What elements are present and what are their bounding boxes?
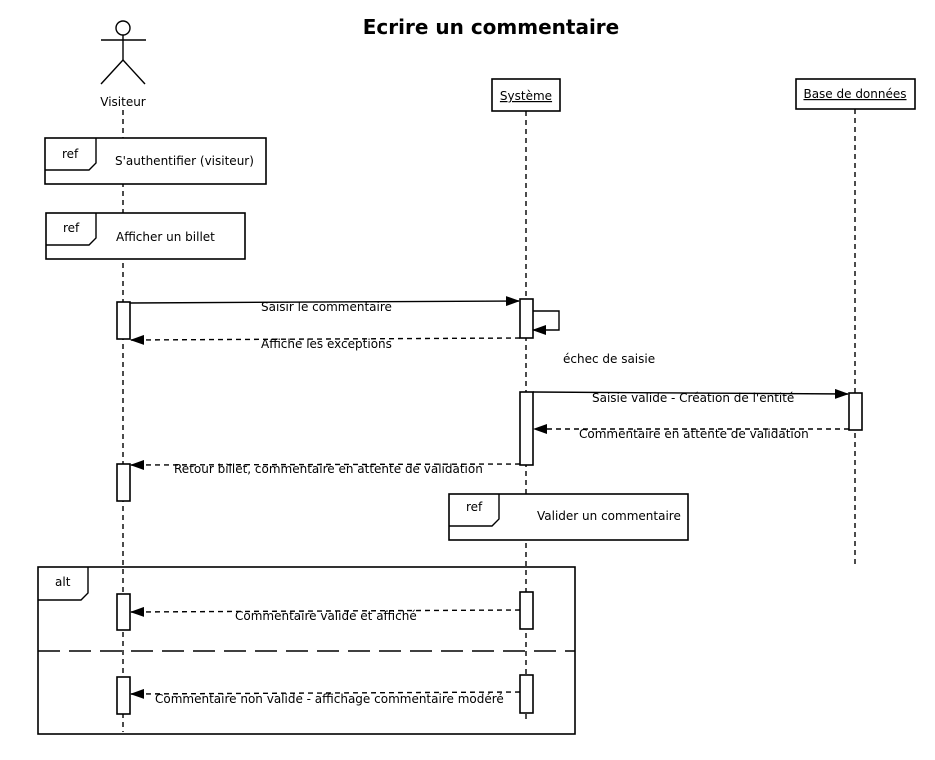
activation-systeme-3 [519, 591, 534, 630]
svg-text:Commentaire en attente de vali: Commentaire en attente de validation [579, 427, 809, 441]
lifeline-label-database: Base de données [803, 87, 906, 101]
message-attente-validation: Commentaire en attente de validation [533, 424, 849, 441]
ref-frame-authentifier: ref S'authentifier (visiteur) [44, 137, 267, 185]
alt-tag: alt [55, 575, 71, 589]
lifeline-head-database: Base de données [795, 78, 916, 110]
svg-text:Saisie valide - Création de l': Saisie valide - Création de l'entité [592, 391, 794, 405]
activation-visiteur-2 [116, 463, 131, 502]
lifeline-head-systeme: Système [491, 78, 561, 112]
ref-text: Valider un commentaire [537, 509, 681, 523]
ref-text: Afficher un billet [116, 230, 215, 244]
ref-frame-valider-commentaire: ref Valider un commentaire [448, 493, 689, 541]
activation-visiteur-3 [116, 593, 131, 631]
activation-systeme-4 [519, 674, 534, 714]
message-affiche-exceptions: Affiche les exceptions [130, 334, 521, 351]
activation-database-1 [848, 392, 863, 431]
message-saisie-valide: Saisie valide - Création de l'entité [532, 388, 849, 405]
svg-text:Retour billet, commentaire en: Retour billet, commentaire en attente de… [174, 462, 483, 476]
stick-figure-icon [100, 20, 146, 85]
ref-tag: ref [466, 500, 483, 514]
alt-frame: alt [37, 566, 576, 735]
ref-frame-afficher-billet: ref Afficher un billet [45, 212, 246, 260]
guard-echec-saisie: échec de saisie [563, 352, 655, 366]
actor-label: Visiteur [100, 95, 146, 109]
message-retour-billet: Retour billet, commentaire en attente de… [130, 459, 521, 476]
ref-text: S'authentifier (visiteur) [115, 154, 254, 168]
svg-text:Commentaire non valide - affic: Commentaire non valide - affichage comme… [155, 692, 504, 706]
message-saisir: Saisir le commentaire [129, 296, 520, 314]
svg-text:Saisir le commentaire: Saisir le commentaire [261, 300, 392, 314]
actor-visiteur: Visiteur [100, 20, 146, 109]
diagram-title: Ecrire un commentaire [363, 15, 619, 39]
activation-systeme-2 [519, 391, 534, 466]
svg-text:Affiche les exceptions: Affiche les exceptions [261, 337, 392, 351]
self-call-systeme [532, 310, 560, 335]
message-commentaire-valide: Commentaire valide et affiché [130, 606, 521, 623]
activation-visiteur-4 [116, 676, 131, 715]
svg-text:Commentaire valide et affiché: Commentaire valide et affiché [235, 609, 417, 623]
ref-tag: ref [62, 147, 79, 161]
activation-visiteur-1 [116, 301, 131, 340]
activation-systeme-1 [519, 298, 534, 339]
lifeline-label-systeme: Système [500, 89, 552, 103]
message-commentaire-non-valide: Commentaire non valide - affichage comme… [130, 688, 521, 706]
ref-tag: ref [63, 221, 80, 235]
